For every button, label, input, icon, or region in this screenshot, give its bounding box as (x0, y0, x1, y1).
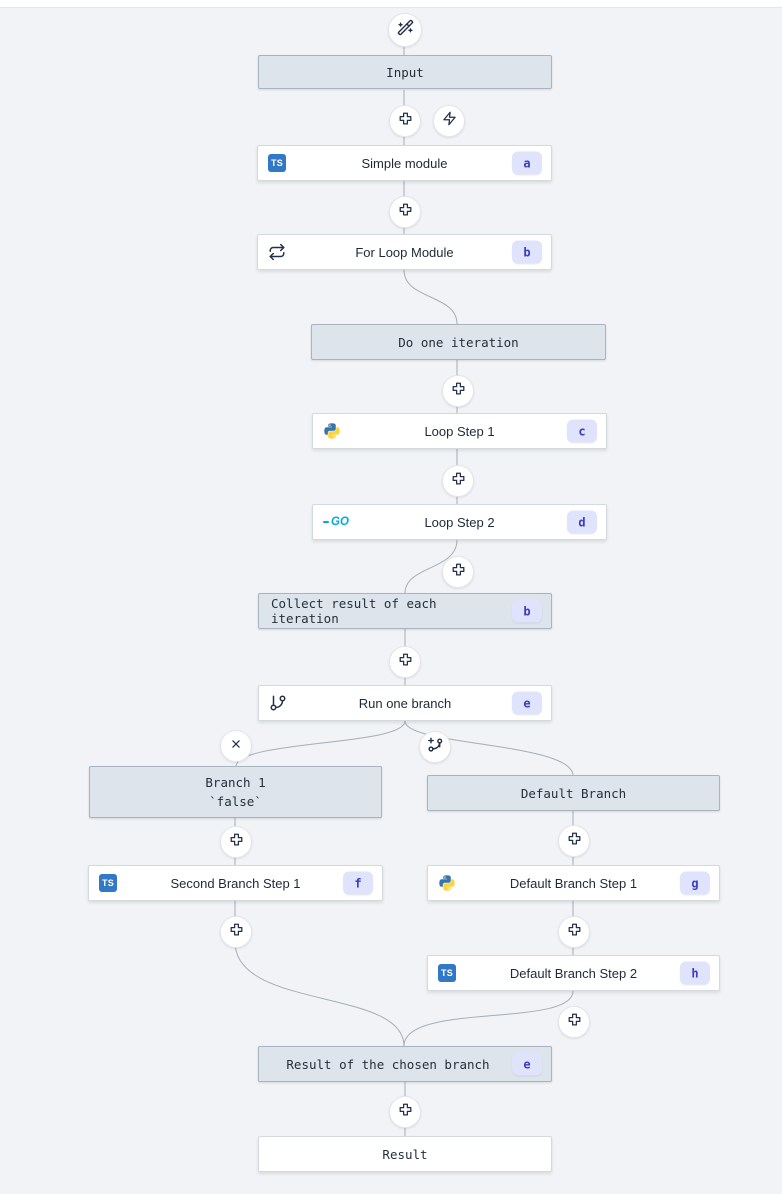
flow-node-do-one-iteration[interactable]: Do one iteration (311, 324, 606, 360)
step-id-badge: h (680, 961, 710, 985)
plus-icon (229, 832, 244, 852)
node-label: Default Branch Step 2 (509, 965, 638, 981)
add-step-button[interactable] (389, 105, 421, 137)
add-step-button[interactable] (558, 825, 590, 857)
flow-node-simple-module[interactable]: TS Simple module a (257, 145, 552, 181)
node-label: Loop Step 2 (424, 514, 495, 530)
python-icon (323, 422, 341, 440)
node-label: Result (382, 1146, 428, 1162)
node-label: Default Branch Step 1 (509, 875, 638, 891)
step-id-badge: b (512, 240, 542, 264)
flow-node-loop-step-1[interactable]: Loop Step 1 c (312, 413, 607, 449)
branch-condition: `false` (209, 794, 262, 809)
add-step-button[interactable] (558, 916, 590, 948)
step-id-badge: e (512, 1052, 542, 1076)
add-branch-button[interactable] (419, 731, 451, 763)
flow-node-default-branch[interactable]: Default Branch (427, 775, 720, 811)
add-step-button[interactable] (389, 196, 421, 228)
add-trigger-button[interactable] (433, 105, 465, 137)
flow-node-default-branch-step-2[interactable]: TS Default Branch Step 2 h (427, 955, 720, 991)
top-bar (0, 0, 782, 8)
add-step-button[interactable] (442, 465, 474, 497)
flow-node-default-branch-step-1[interactable]: Default Branch Step 1 g (427, 865, 720, 901)
plus-icon (451, 381, 466, 401)
plus-icon (567, 922, 582, 942)
add-step-button[interactable] (389, 1096, 421, 1128)
step-id-badge: b (512, 599, 542, 623)
step-id-badge: c (567, 419, 597, 443)
plus-icon (398, 202, 413, 222)
ai-flow-builder-button[interactable] (388, 13, 422, 47)
plus-icon (398, 111, 413, 131)
repeat-icon (268, 243, 286, 261)
typescript-icon: TS (268, 154, 286, 172)
step-id-badge: f (343, 871, 373, 895)
add-step-button[interactable] (442, 556, 474, 588)
step-id-badge: g (680, 871, 710, 895)
flow-node-input[interactable]: Input (258, 55, 552, 89)
flow-node-result[interactable]: Result (258, 1136, 552, 1172)
add-step-button[interactable] (389, 646, 421, 678)
flow-node-branch-1[interactable]: Branch 1 `false` (89, 766, 382, 818)
node-label: Simple module (361, 155, 448, 171)
node-label: Input (386, 64, 424, 80)
close-icon (229, 737, 243, 756)
step-id-badge: a (512, 151, 542, 175)
step-id-badge: e (512, 691, 542, 715)
remove-branch-button[interactable] (220, 730, 252, 762)
node-label: Collect result of each iteration (271, 596, 437, 626)
branch-label: Branch 1 (205, 774, 266, 790)
plus-icon (398, 1102, 413, 1122)
step-id-badge: d (567, 510, 597, 534)
flow-node-second-branch-step-1[interactable]: TS Second Branch Step 1 f (88, 865, 383, 901)
add-step-button[interactable] (220, 826, 252, 858)
typescript-icon: TS (438, 964, 456, 982)
add-step-button[interactable] (442, 375, 474, 407)
node-label: Result of the chosen branch (286, 1056, 490, 1072)
node-label: Loop Step 1 (424, 423, 495, 439)
node-label: Second Branch Step 1 (170, 875, 301, 891)
add-step-button[interactable] (220, 916, 252, 948)
node-label: Run one branch (358, 695, 452, 711)
plus-icon (567, 831, 582, 851)
wand-sparkles-icon (397, 19, 414, 41)
typescript-icon: TS (99, 874, 117, 892)
plus-icon (398, 652, 413, 672)
git-branch-plus-icon (427, 737, 443, 758)
go-icon: GO (323, 516, 349, 528)
node-label: For Loop Module (355, 244, 454, 260)
plus-icon (229, 922, 244, 942)
node-label: Do one iteration (398, 334, 519, 350)
git-branch-icon (269, 694, 287, 712)
flow-node-for-loop-module[interactable]: For Loop Module b (257, 234, 552, 270)
add-step-button[interactable] (558, 1006, 590, 1038)
plus-icon (451, 562, 466, 582)
flow-node-result-of-chosen-branch[interactable]: Result of the chosen branch e (258, 1046, 552, 1082)
flow-node-collect-result[interactable]: Collect result of each iteration b (258, 593, 552, 629)
plus-icon (567, 1012, 582, 1032)
branch-label: Default Branch (520, 785, 627, 801)
zap-icon (442, 111, 457, 131)
flow-node-loop-step-2[interactable]: GO Loop Step 2 d (312, 504, 607, 540)
python-icon (438, 874, 456, 892)
flow-node-run-one-branch[interactable]: Run one branch e (258, 685, 552, 721)
plus-icon (451, 471, 466, 491)
